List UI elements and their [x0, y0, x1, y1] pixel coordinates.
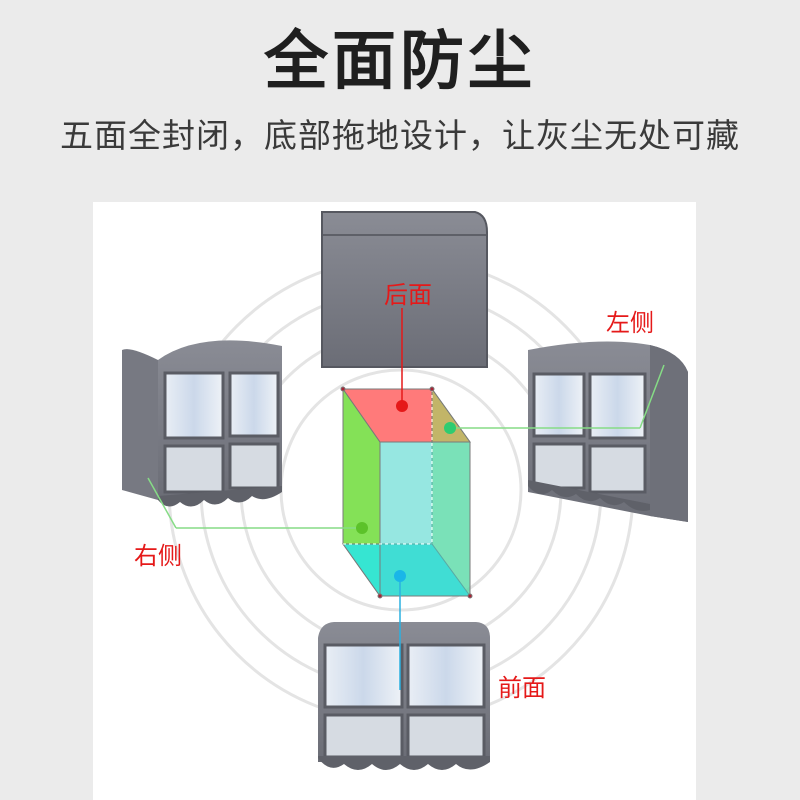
- back-wardrobe-image: [321, 211, 488, 368]
- left-side-connector: [444, 364, 665, 434]
- page-title: 全面防尘: [264, 25, 536, 99]
- label-front: 前面: [498, 674, 546, 702]
- dust-cover-box-diagram: [340, 386, 473, 599]
- label-left: 左侧: [606, 309, 654, 337]
- front-connector: [394, 570, 406, 690]
- right-side-wardrobe-image: [122, 340, 282, 507]
- label-back: 后面: [384, 281, 432, 309]
- page-subtitle: 五面全封闭，底部拖地设计，让灰尘无处可藏: [60, 116, 740, 155]
- back-connector: [396, 308, 408, 412]
- right-side-connector: [147, 477, 368, 534]
- left-side-wardrobe-image: [528, 341, 688, 522]
- front-wardrobe-image: [318, 622, 490, 770]
- label-right: 右侧: [134, 542, 182, 570]
- box-front-face: [379, 441, 471, 597]
